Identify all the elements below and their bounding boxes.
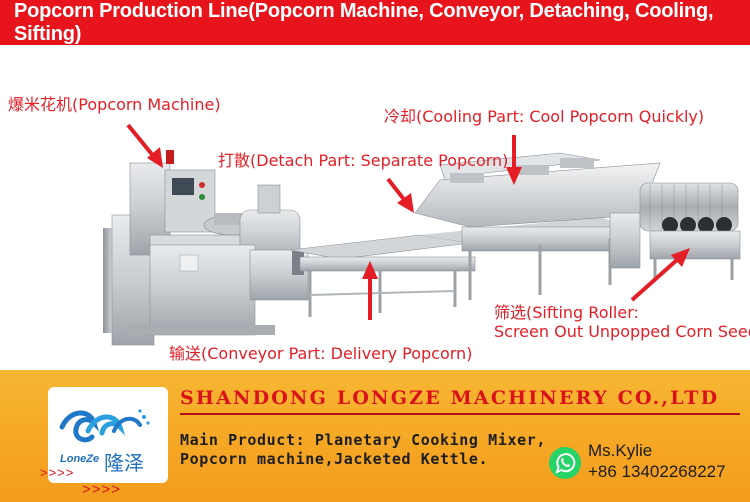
- label-sifting-line1: 筛选(Sifting Roller:: [494, 303, 639, 322]
- conveyor: [289, 234, 476, 317]
- logo-chinese-text: 隆泽: [104, 451, 144, 475]
- label-conveyor-part: 输送(Conveyor Part: Delivery Popcorn): [169, 344, 473, 363]
- cooling-tunnel: [414, 152, 661, 300]
- logo-brand-text: LoneZe: [60, 453, 100, 465]
- machine-illustration: 爆米花机(Popcorn Machine) 冷却(Cooling Part: C…: [0, 45, 750, 370]
- company-footer: LoneZe 隆泽 SHANDONG LONGZE MACHINERY CO.,…: [0, 370, 750, 502]
- label-cooling-part: 冷却(Cooling Part: Cool Popcorn Quickly): [384, 107, 705, 126]
- chevrons-small: >>>>: [40, 465, 75, 480]
- production-line-drawing: [103, 123, 741, 346]
- popcorn-machine: [103, 150, 309, 346]
- contact-phone[interactable]: +86 13402268227: [588, 462, 726, 481]
- label-sifting-line2: Screen Out Unpopped Corn Seeds): [494, 322, 750, 341]
- whatsapp-icon[interactable]: [548, 446, 582, 480]
- contact-name: Ms.Kylie: [588, 441, 653, 460]
- product-line-2: Popcorn machine,Jacketed Kettle.: [180, 450, 489, 468]
- chevrons-large: >>>>: [82, 481, 122, 498]
- company-name: SHANDONG LONGZE MACHINERY CO.,LTD: [180, 387, 720, 409]
- label-popcorn-machine: 爆米花机(Popcorn Machine): [8, 95, 221, 114]
- page-title: Popcorn Production Line(Popcorn Machine,…: [0, 0, 750, 45]
- main-products: Main Product: Planetary Cooking Mixer, P…: [180, 431, 546, 469]
- wave-logo-icon: [59, 409, 150, 443]
- company-divider: [180, 413, 740, 415]
- label-detach-part: 打散(Detach Part: Separate Popcorn): [218, 151, 509, 170]
- company-logo: LoneZe 隆泽: [48, 387, 168, 483]
- product-line-1: Main Product: Planetary Cooking Mixer,: [180, 431, 546, 449]
- annotation-arrows: [126, 123, 690, 320]
- sifting-roller: [609, 182, 741, 280]
